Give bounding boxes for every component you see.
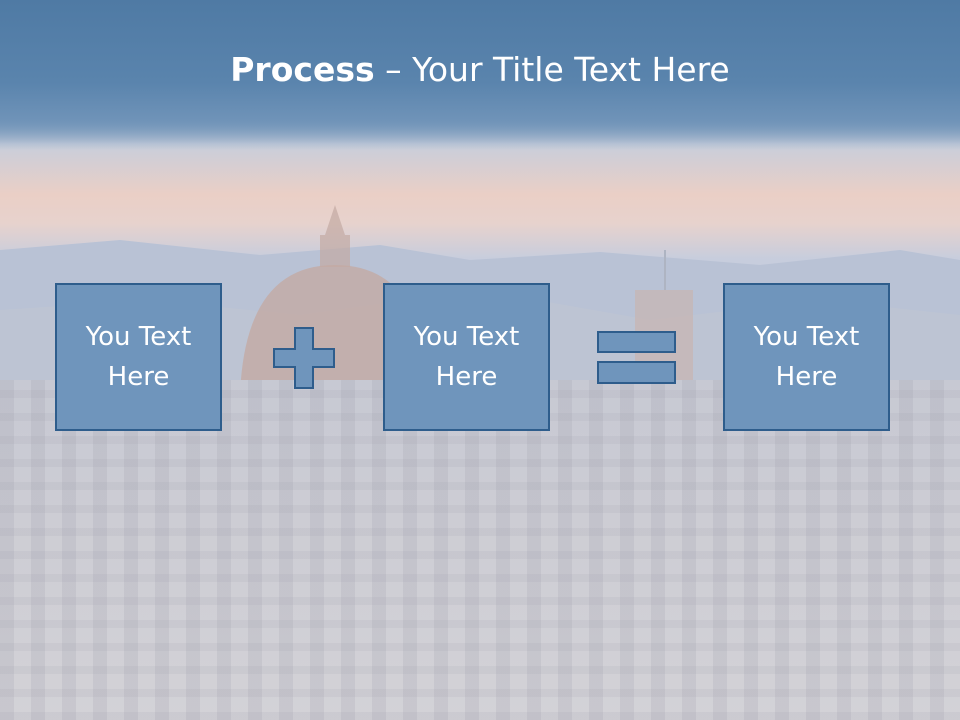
slide-title: Process – Your Title Text Here <box>0 50 960 89</box>
slide-title-rest: – Your Title Text Here <box>374 50 730 89</box>
process-box-1-text: You Text Here <box>85 322 192 392</box>
background-city <box>0 380 960 720</box>
equals-icon <box>597 331 676 384</box>
process-box-3: You Text Here <box>723 283 890 431</box>
process-box-2: You Text Here <box>383 283 550 431</box>
header-band <box>0 0 960 150</box>
plus-icon <box>273 327 335 389</box>
slide-title-bold: Process <box>230 50 375 89</box>
process-box-1: You Text Here <box>55 283 222 431</box>
process-box-3-text: You Text Here <box>753 322 860 392</box>
process-box-2-text: You Text Here <box>413 322 520 392</box>
